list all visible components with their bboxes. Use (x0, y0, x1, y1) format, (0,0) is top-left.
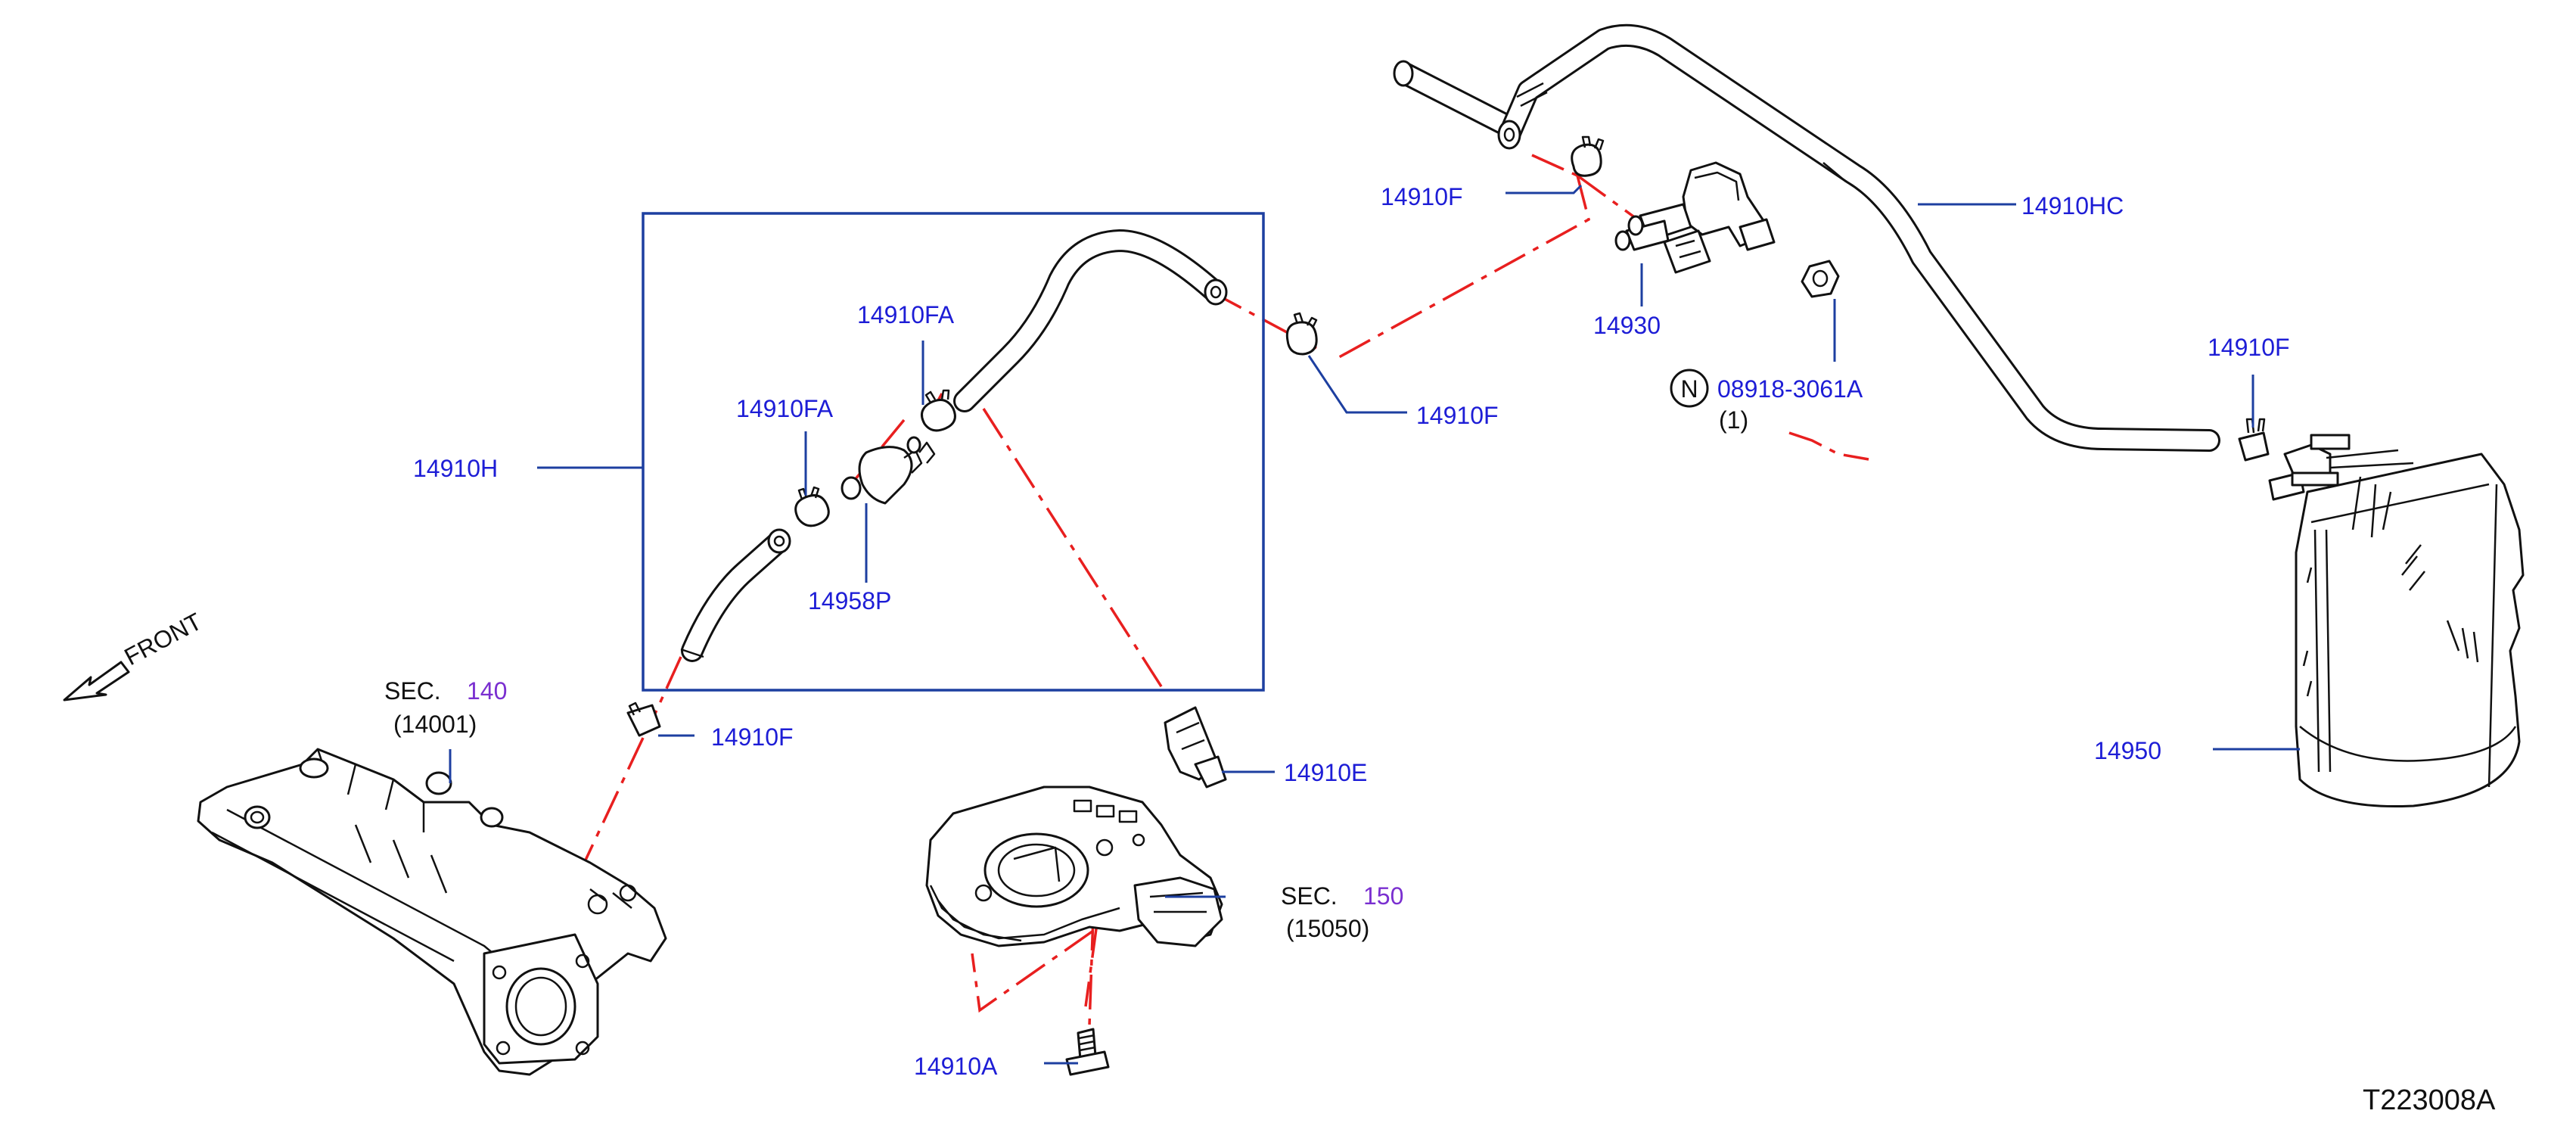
leader-lines (449, 184, 2300, 1065)
label-14910f-top: 14910F (1381, 183, 1463, 210)
nut-callout: N 08918-3061A (1) (1670, 369, 1863, 434)
label-14950: 14950 (2094, 737, 2161, 764)
intake-manifold (197, 748, 667, 1076)
nut-quantity: (1) (1719, 406, 1748, 434)
label-14910e: 14910E (1284, 759, 1367, 786)
label-14910f-right: 14910F (2208, 334, 2290, 361)
section-ref-140[interactable]: SEC. 140 (14001) (384, 677, 507, 738)
label-14930: 14930 (1593, 312, 1661, 339)
clip-14910fa-lower[interactable] (794, 486, 830, 527)
label-14910fa-upper: 14910FA (857, 301, 955, 328)
hose-upper-14910h[interactable] (953, 229, 1228, 412)
hose-lower-14910h[interactable] (680, 528, 791, 662)
front-arrow-icon (63, 661, 130, 701)
n-symbol-icon (1670, 369, 1709, 408)
drawing-id: T223008A (2363, 1084, 2496, 1116)
front-label: FRONT (120, 608, 206, 671)
label-14958p: 14958P (808, 587, 891, 614)
sec-150-prefix: SEC. (1281, 882, 1338, 910)
bolt-14910a[interactable] (1065, 1028, 1110, 1076)
label-14910hc: 14910HC (2021, 192, 2124, 219)
section-ref-150[interactable]: SEC. 150 (15050) (1281, 882, 1403, 942)
label-14910a: 14910A (914, 1053, 998, 1080)
label-14910f-lower: 14910F (711, 723, 794, 751)
hose-14910hc[interactable] (1393, 23, 2220, 452)
air-inlet-duct (925, 785, 1223, 947)
label-14910f-mid: 14910F (1416, 402, 1499, 429)
label-14910fa-lower: 14910FA (736, 395, 834, 422)
sec-140-prefix: SEC. (384, 677, 441, 705)
label-14910h: 14910H (413, 455, 498, 482)
label-08918-3061a: 08918-3061A (1717, 375, 1863, 403)
connector-14910e[interactable] (1164, 706, 1227, 789)
evap-canister-14950[interactable] (2268, 434, 2525, 808)
purge-solenoid-14930[interactable] (1614, 161, 1776, 274)
hose-assembly-frame (642, 212, 1265, 692)
sec-140-number: 140 (467, 677, 507, 705)
clip-14910fa-upper[interactable] (920, 389, 956, 432)
clip-14910f-right[interactable] (2238, 418, 2270, 462)
n-symbol-text: N (1680, 375, 1698, 403)
sec-140-part: (14001) (393, 711, 477, 738)
sec-150-number: 150 (1363, 882, 1403, 910)
sec-150-part: (15050) (1286, 915, 1369, 942)
clip-14910f-lower[interactable] (626, 701, 661, 737)
check-valve-14958p[interactable] (841, 436, 936, 505)
clip-14910f-mid[interactable] (1285, 312, 1318, 356)
nut-08918-3061a[interactable] (1801, 260, 1840, 298)
clip-14910f-top[interactable] (1571, 135, 1605, 177)
